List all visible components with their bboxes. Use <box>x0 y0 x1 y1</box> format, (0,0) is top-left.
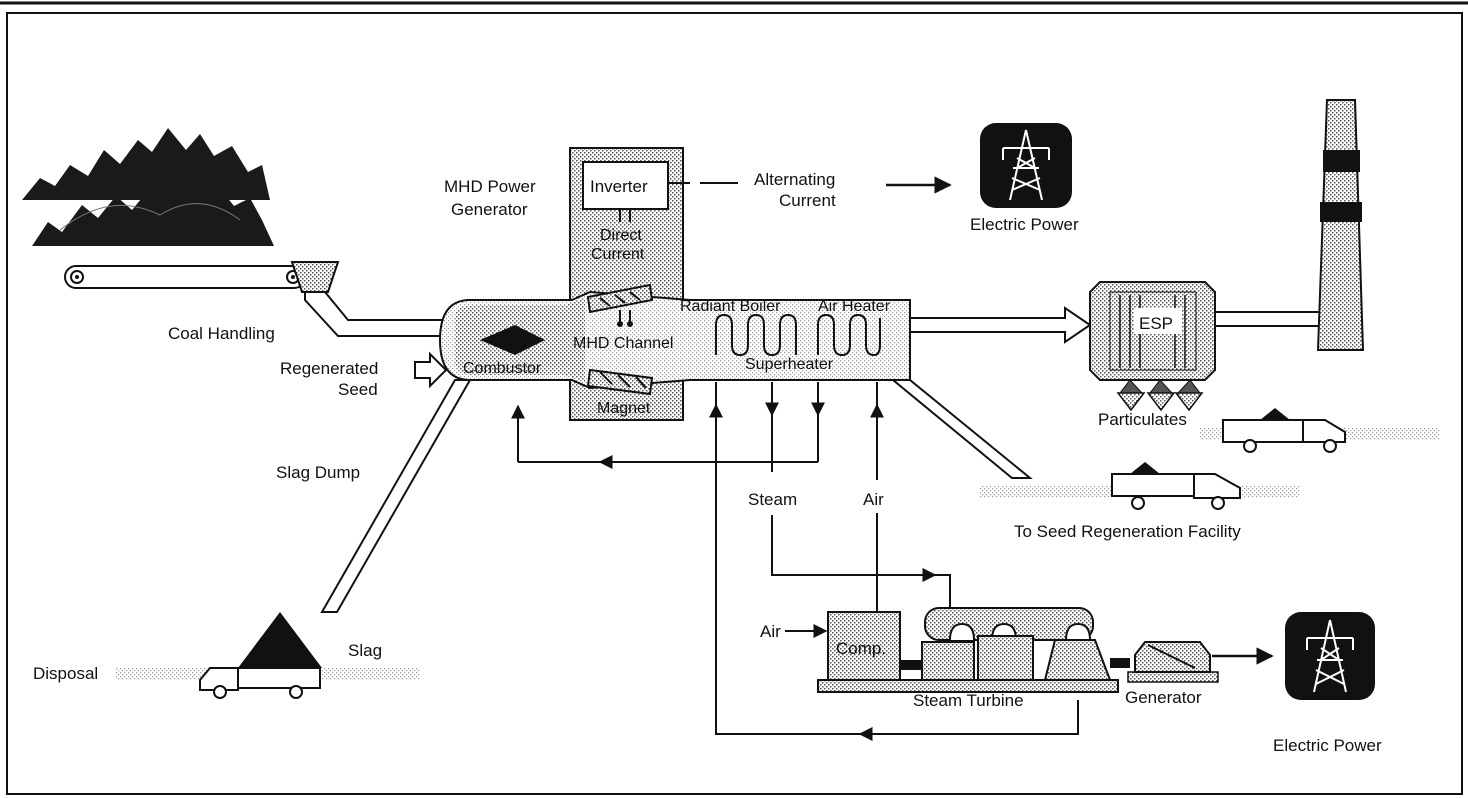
coal-hopper <box>290 261 446 337</box>
mhd-power-generator-label-1: MHD Power <box>444 177 536 196</box>
slag-label: Slag <box>348 641 382 660</box>
particulates-label: Particulates <box>1098 410 1187 429</box>
particulates-hoppers <box>1116 392 1204 412</box>
superheater-label: Superheater <box>745 356 834 373</box>
air-heater-label: Air Heater <box>818 298 891 315</box>
magnet <box>586 368 654 396</box>
compressor <box>827 611 901 681</box>
steam-label: Steam <box>748 490 797 509</box>
feedwater-return-loop <box>709 382 1079 741</box>
disposal-label: Disposal <box>33 664 98 683</box>
electric-power-top-label: Electric Power <box>970 215 1079 234</box>
coal-handling-label: Coal Handling <box>168 324 275 343</box>
generator-label: Generator <box>1125 688 1202 707</box>
esp-unit <box>1089 281 1216 394</box>
slag-dump-label: Slag Dump <box>276 463 360 482</box>
mhd-power-generator-label-2: Generator <box>451 200 528 219</box>
inverter-label: Inverter <box>590 177 648 196</box>
coal-conveyor <box>64 265 306 289</box>
mhd-channel-label: MHD Channel <box>573 335 673 352</box>
regenerated-seed-label-2: Seed <box>338 380 378 399</box>
air-heater-coil <box>817 313 881 357</box>
steam-turbine-label: Steam Turbine <box>913 691 1024 710</box>
electric-power-tower-icon <box>980 123 1072 208</box>
comp-label: Comp. <box>836 639 886 658</box>
alternating-current-label-2: Current <box>779 191 836 210</box>
slag-truck-icon <box>199 612 322 699</box>
to-seed-regeneration-label: To Seed Regeneration Facility <box>1014 522 1241 541</box>
combustor-label: Combustor <box>463 360 542 377</box>
electric-power-tower-icon-bottom <box>1285 612 1375 700</box>
air-comp-label: Air <box>760 622 781 641</box>
coal-pile-icon <box>22 128 274 246</box>
seed-regeneration-truck-icon <box>1111 462 1241 510</box>
direct-current-label-1: Direct <box>600 227 642 244</box>
particulates-truck-icon <box>1222 408 1346 453</box>
seed-recovery-chute <box>890 379 1033 479</box>
alternating-current-label-1: Alternating <box>754 170 835 189</box>
radiant-boiler-coil <box>715 313 797 357</box>
radiant-boiler-label: Radiant Boiler <box>680 298 781 315</box>
steam-line <box>765 382 951 608</box>
exhaust-arrow <box>909 306 1092 344</box>
direct-current-label-2: Current <box>591 246 645 263</box>
mhd-channel <box>586 283 654 327</box>
stack <box>1316 99 1365 351</box>
air-top-label: Air <box>863 490 884 509</box>
electric-power-bottom-label: Electric Power <box>1273 736 1382 755</box>
magnet-label: Magnet <box>597 400 651 417</box>
combustor-flame-icon <box>480 325 545 355</box>
preheated-air-return-loop <box>511 382 825 469</box>
seed-inlet-arrow <box>414 351 448 389</box>
regenerated-seed-label-1: Regenerated <box>280 359 378 378</box>
steam-turbine <box>900 607 1130 681</box>
generator <box>1127 641 1219 683</box>
esp-label: ESP <box>1139 314 1173 333</box>
slag-dump-chute <box>320 379 472 613</box>
